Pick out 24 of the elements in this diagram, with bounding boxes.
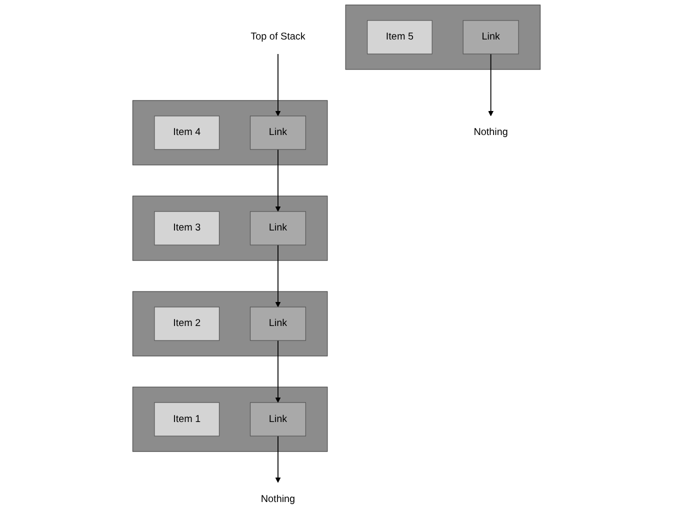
node-box: Item 1 [154, 402, 220, 436]
cluster [132, 386, 328, 452]
arrow [275, 436, 281, 483]
node-text: Nothing [474, 127, 508, 138]
node-box: Item 3 [154, 211, 220, 246]
node-box: Item 2 [154, 306, 220, 341]
node-box: Link [250, 116, 306, 150]
arrow [488, 54, 494, 116]
arrow [275, 244, 281, 308]
arrow [275, 149, 281, 212]
cluster [132, 100, 328, 166]
node-box: Link [250, 211, 306, 246]
node-text: Nothing [260, 494, 296, 504]
node-box: Item 5 [367, 20, 432, 54]
cluster [132, 196, 328, 261]
cluster [345, 4, 541, 70]
arrow [275, 340, 281, 403]
node-box: Link [250, 306, 306, 341]
node-text: Top of Stack [250, 32, 306, 42]
node-box: Item 4 [154, 116, 220, 150]
node-box: Link [250, 402, 306, 436]
arrow [275, 54, 281, 116]
node-box: Link [462, 20, 519, 54]
cluster [132, 291, 328, 356]
